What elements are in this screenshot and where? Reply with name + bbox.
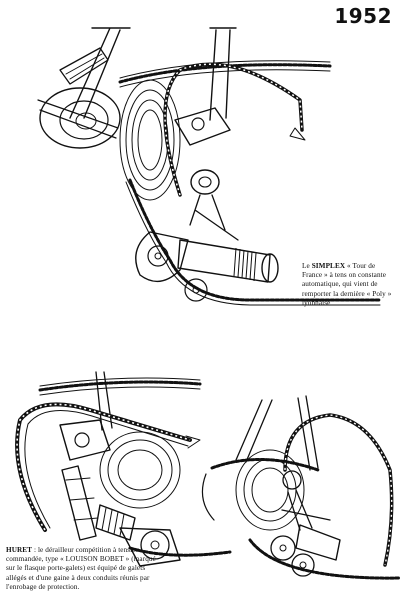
caption-text-simplex: « Tour de France » à tens on constante a… [302,262,392,307]
caption-brand-huret: HURET [6,546,33,554]
simplex-caption: Le SIMPLEX « Tour de France » à tens on … [302,262,394,308]
third-derailleur-illustration [201,395,400,580]
caption-text-huret: : le dérailleur compétition à tension co… [6,546,156,591]
huret-caption: HURET : le dérailleur compétition à tens… [6,546,164,592]
caption-brand-simplex: SIMPLEX [311,262,346,270]
year-heading: 1952 [334,4,392,28]
caption-lead-word: Le [302,262,310,270]
simplex-derailleur-illustration [37,27,382,306]
huret-derailleur-illustration [15,371,232,567]
